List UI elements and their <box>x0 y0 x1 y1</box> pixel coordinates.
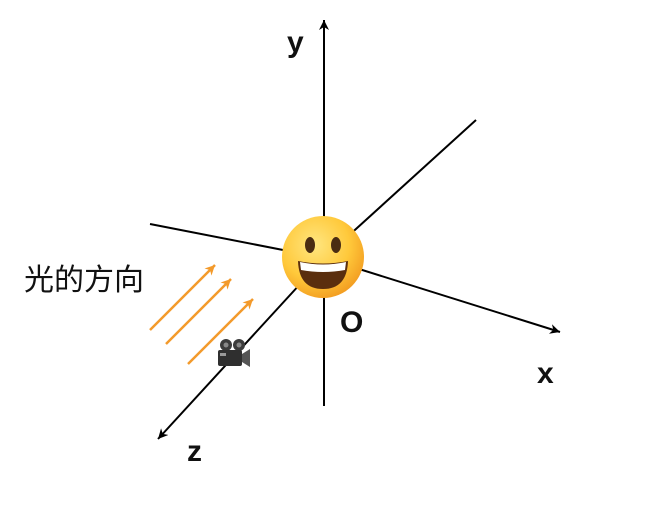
origin-label: O <box>340 306 363 339</box>
light-direction-arrows <box>149 264 254 365</box>
grinning-face-icon <box>282 216 364 298</box>
y-axis-label: y <box>287 26 304 59</box>
light-direction-label: 光的方向 <box>24 263 144 298</box>
z-axis-label: z <box>187 435 202 468</box>
movie-camera-icon <box>218 339 250 367</box>
light-arrow <box>187 298 254 365</box>
x-axis-label: x <box>537 357 554 390</box>
light-arrow <box>149 264 216 331</box>
light-arrow <box>165 278 232 345</box>
x-axis-line <box>323 257 561 334</box>
